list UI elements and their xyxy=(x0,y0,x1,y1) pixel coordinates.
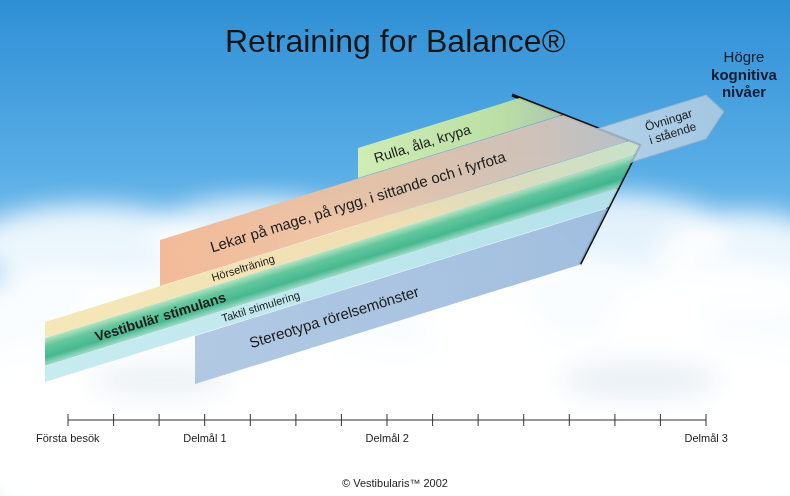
timeline xyxy=(68,414,706,426)
band-outline xyxy=(45,188,618,382)
timeline-tick xyxy=(250,414,251,426)
level-label: kognitiva nivåer xyxy=(702,66,786,101)
copyright-note: © Vestibularis™ 2002 xyxy=(342,477,448,490)
timeline-tick xyxy=(295,414,296,426)
diagram-title: Retraining for Balance® xyxy=(225,23,565,60)
cloud-shadow xyxy=(560,360,720,400)
timeline-tick xyxy=(159,414,160,426)
timeline-tick xyxy=(387,414,388,426)
timeline-tick xyxy=(478,414,479,426)
timeline-tick xyxy=(432,414,433,426)
timeline-label: Första besök xyxy=(36,432,100,445)
timeline-tick xyxy=(204,414,205,426)
timeline-tick xyxy=(341,414,342,426)
timeline-label: Delmål 1 xyxy=(183,432,226,445)
cloud xyxy=(0,430,790,496)
band-outline xyxy=(195,208,608,384)
timeline-tick xyxy=(660,414,661,426)
timeline-label: Delmål 2 xyxy=(366,432,409,445)
timeline-tick xyxy=(706,414,707,426)
timeline-tick xyxy=(523,414,524,426)
timeline-tick xyxy=(614,414,615,426)
timeline-tick xyxy=(68,414,69,426)
level-label: Högre xyxy=(702,48,786,65)
goal-arrow: Övningar i stående xyxy=(590,89,724,175)
arrow-outline xyxy=(598,89,724,172)
timeline-tick xyxy=(569,414,570,426)
timeline-label: Delmål 3 xyxy=(685,432,728,445)
timeline-tick xyxy=(113,414,114,426)
